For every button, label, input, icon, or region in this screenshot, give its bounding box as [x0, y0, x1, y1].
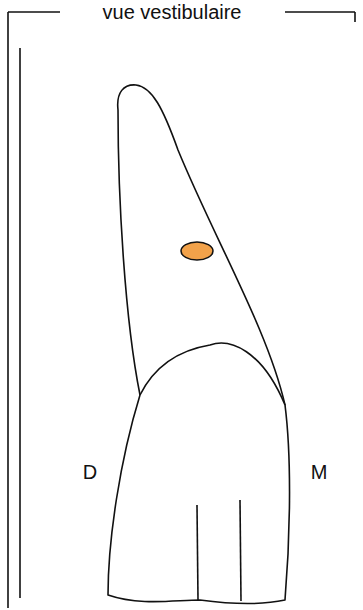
orange-marker: [181, 242, 213, 260]
diagram-title: vue vestibulaire: [97, 2, 248, 22]
frame: [8, 12, 355, 608]
side-label: D: [83, 462, 97, 482]
tooth-outline: [108, 85, 290, 603]
side-label: M: [311, 462, 328, 482]
